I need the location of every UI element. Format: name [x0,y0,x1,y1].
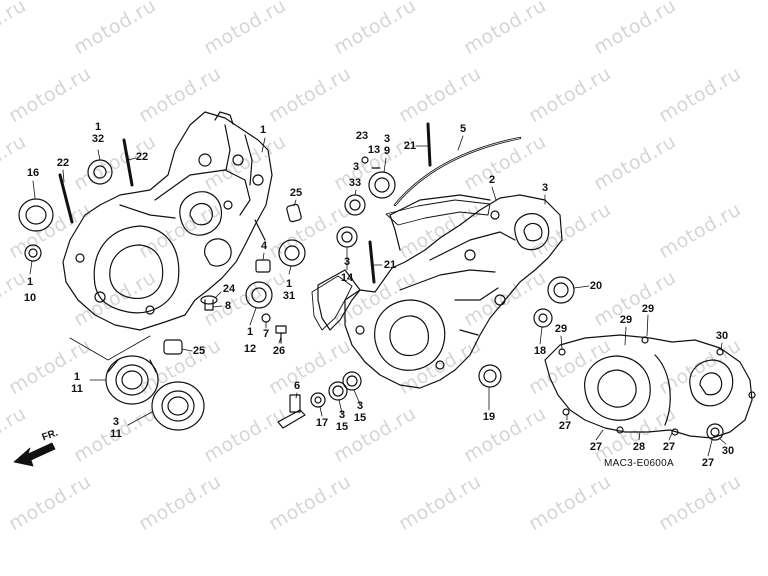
part-callout-c10: 24 [222,283,236,295]
part-callout-c31: 14 [340,272,354,284]
bearing-32 [87,159,113,185]
part-callout-c33: 29 [641,303,655,315]
part-callout-c28: 3 [541,182,549,194]
part-callout-c25: 21 [403,140,417,152]
stud-bolts-22 [58,138,134,224]
bearing-10 [24,244,42,262]
part-callout-c11: 8 [224,300,232,312]
shaft-6 [277,394,306,429]
bearing-11-left [105,355,159,405]
bearing-11-right [151,381,205,431]
part-callout-c20: 23 [355,130,369,142]
stud-bolts-21 [368,122,432,284]
oil-seal-16 [18,198,54,232]
part-callout-c39: 17 [315,417,329,429]
part-callout-c1: 1 [259,124,267,136]
part-callout-c32: 20 [589,280,603,292]
part-callout-c13: 1 [246,326,254,338]
bearing-9 [368,171,396,199]
collar-4 [255,259,271,273]
part-callout-c17: 25 [192,345,206,357]
part-callout-c16: 26 [272,345,286,357]
small-parts-13-23 [361,156,381,169]
part-callout-c26: 5 [459,123,467,135]
right-side-cover [544,334,756,441]
left-crankcase-half [62,111,273,331]
part-callout-c34: 29 [554,323,568,335]
part-callout-c7: 4 [260,240,268,252]
part-callout-c3: 22 [135,151,149,163]
part-callout-c21: 13 [367,144,381,156]
bearing-14 [336,226,358,248]
part-callout-c6: 25 [289,187,303,199]
bearing-33 [344,194,366,216]
needle-bearings-15 [328,371,362,401]
crankcase-gasket [311,199,491,331]
bolt-26 [275,325,287,344]
seal-17 [310,392,326,408]
part-callout-c38: 6 [293,380,301,392]
part-callout-c4: 22 [56,157,70,169]
part-callout-c42: 19 [482,411,496,423]
part-callout-c37: 18 [533,345,547,357]
front-direction-arrow-icon [13,442,56,467]
part-callout-c35: 29 [619,314,633,326]
part-callout-c15: 12 [243,343,257,355]
oil-seal-20 [547,276,575,304]
part-callout-c29: 21 [383,259,397,271]
diagram-reference-code: MAC3-E0600A [604,458,674,469]
part-callout-c30: 3 [343,256,351,268]
oil-seal-19 [478,364,502,388]
washer-7 [261,313,271,323]
part-callout-c46: 27 [662,441,676,453]
part-callout-c14: 7 [262,328,270,340]
part-callout-c48: 30 [721,445,735,457]
leader-lines [29,135,727,457]
right-crankcase-half [317,194,563,389]
part-callout-c23: 33 [348,177,362,189]
part-callout-c22: 3 [352,161,360,173]
part-callout-c44: 27 [589,441,603,453]
part-callout-c27: 2 [488,174,496,186]
part-callout-c8: 1 [26,276,34,288]
part-callout-c36: 30 [715,330,729,342]
dowel-25-bottom [163,339,183,355]
part-callout-c5: 16 [26,167,40,179]
oil-seal-18 [533,308,553,328]
dowel-25-top [286,203,302,223]
bearing-31 [278,239,306,267]
part-callout-c9: 10 [23,292,37,304]
part-callout-c47: 27 [701,457,715,469]
bearing-12 [245,281,273,309]
part-callout-c45: 28 [632,441,646,453]
breather-tube-5 [393,136,522,207]
plug-24-bolt-8 [200,295,218,311]
part-callout-c43: 27 [558,420,572,432]
